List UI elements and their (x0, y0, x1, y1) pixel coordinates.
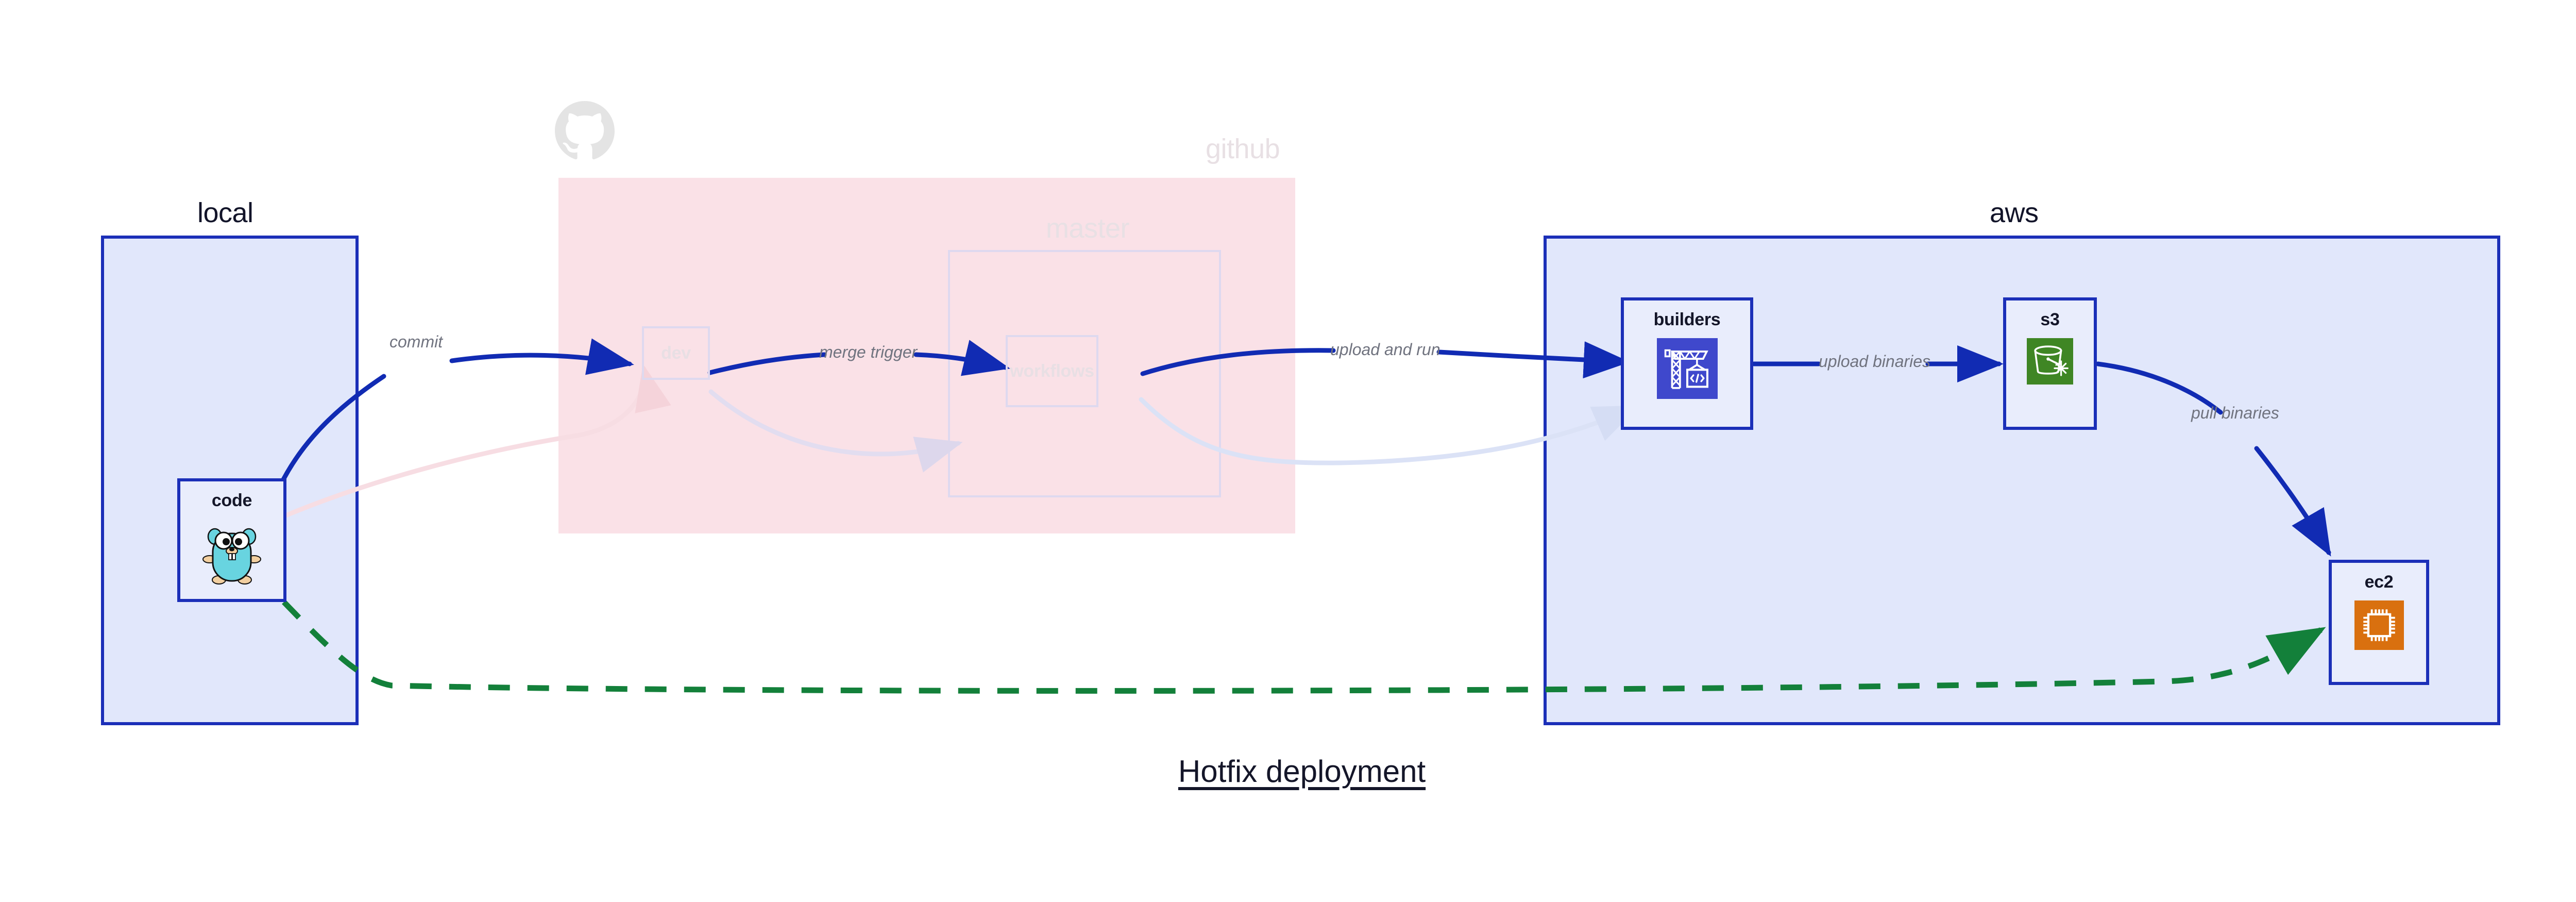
node-builders-label: builders (1653, 310, 1721, 329)
group-master-label: master (1046, 213, 1130, 244)
aws-ec2-chip-icon (2354, 600, 2404, 650)
edge-label-pull-binaries: pull binaries (2191, 404, 2279, 422)
group-local-label: local (197, 197, 253, 228)
group-github-label: github (1206, 133, 1280, 164)
node-builders[interactable]: builders (1621, 297, 1753, 430)
go-gopher-icon (201, 519, 262, 588)
node-dev-label: dev (661, 343, 691, 363)
node-ec2-label: ec2 (2364, 572, 2394, 592)
node-workflows-label: workflows (1010, 361, 1094, 381)
node-workflows[interactable]: workflows (1006, 335, 1098, 407)
node-code[interactable]: code (177, 478, 286, 602)
github-octocat-icon (555, 101, 615, 161)
node-dev[interactable]: dev (642, 326, 710, 380)
node-s3-label: s3 (2040, 310, 2060, 329)
node-s3[interactable]: s3 (2003, 297, 2097, 430)
aws-s3-bucket-icon (2027, 338, 2073, 385)
group-aws-label: aws (1990, 197, 2039, 228)
edge-label-merge-trigger: merge trigger (819, 343, 918, 361)
edge-label-upload-and-run: upload and run (1330, 340, 1440, 359)
diagram-title: Hotfix deployment (1178, 754, 1426, 789)
node-code-label: code (211, 491, 252, 510)
node-ec2[interactable]: ec2 (2329, 560, 2429, 685)
edge-label-upload-binaries: upload binaries (1819, 352, 1931, 371)
edge-label-commit: commit (389, 332, 443, 351)
aws-codebuild-icon (1656, 338, 1718, 399)
